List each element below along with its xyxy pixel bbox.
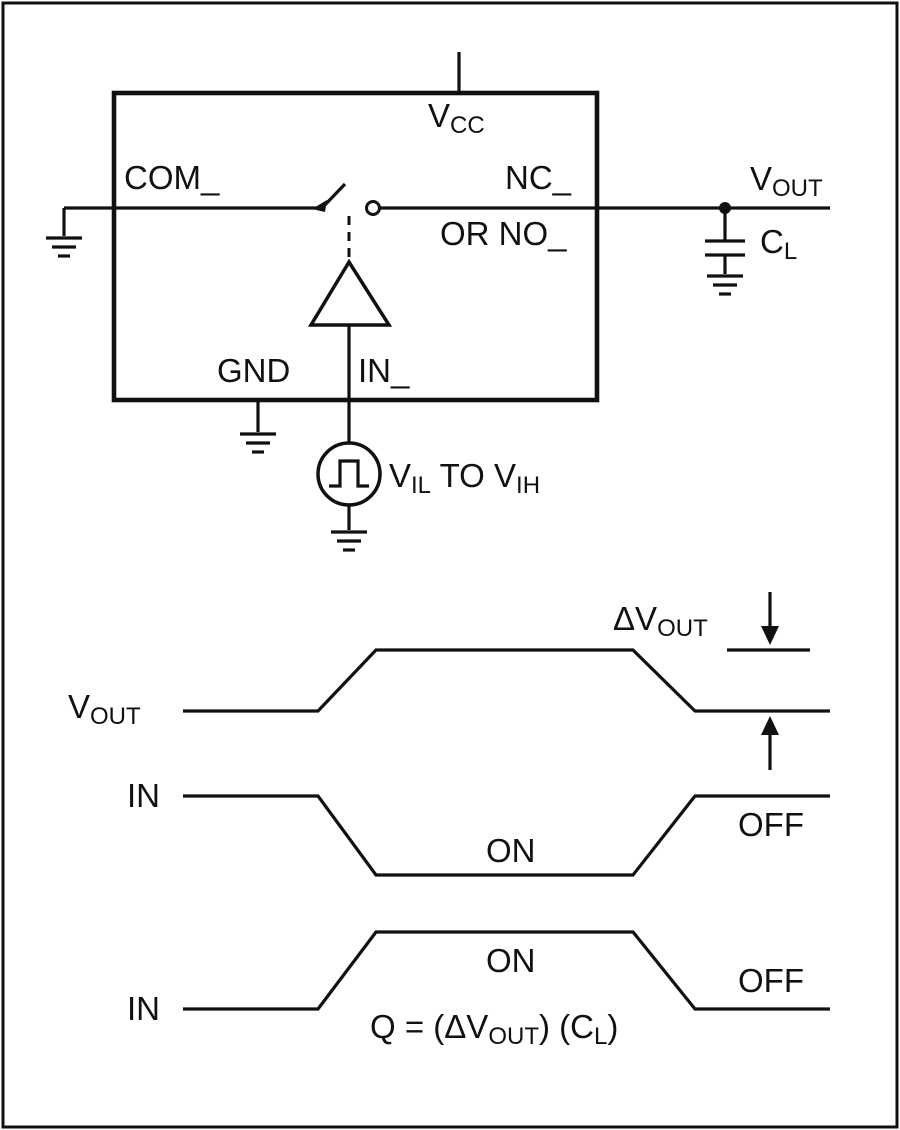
analog-switch-symbol (312, 182, 597, 262)
in1-off-label: OFF (738, 806, 804, 843)
or-no-label: OR NO_ (440, 215, 567, 252)
gnd-pin-label: GND (217, 352, 290, 389)
switch-ic-box (111, 90, 600, 403)
in2-waveform (183, 930, 830, 1011)
delta-vout-label: ΔVOUT (613, 600, 708, 642)
in1-waveform (183, 794, 830, 877)
in2-on-label: ON (486, 942, 536, 979)
pulse-source-symbol (316, 441, 382, 552)
vcc-label: VCC (428, 97, 485, 139)
load-capacitor-symbol (705, 208, 745, 296)
in2-label: IN (127, 990, 160, 1027)
in2-off-label: OFF (738, 962, 804, 999)
com-label: COM_ (124, 159, 220, 196)
vout-waveform (183, 648, 830, 713)
com-ground-symbol (46, 208, 82, 258)
timing-diagram: ΔVOUT VOUT IN ON OFF IN ON OFF Q = (ΔVOU… (68, 592, 830, 1050)
cl-label: CL (760, 223, 797, 265)
in1-label: IN (127, 777, 160, 814)
vout-waveform-label: VOUT (68, 688, 141, 730)
gnd-ground-symbol (240, 400, 276, 454)
delta-vout-top-arrow (761, 592, 779, 645)
delta-vout-bottom-arrow (761, 716, 779, 770)
in1-on-label: ON (486, 832, 536, 869)
vout-circuit-label: VOUT (750, 160, 823, 202)
nc-label: NC_ (505, 159, 572, 196)
source-label: VIL TO VIH (389, 457, 540, 499)
in-pin-label: IN_ (358, 352, 410, 389)
charge-formula: Q = (ΔVOUT) (CL) (370, 1008, 618, 1050)
test-circuit: VCC COM_ NC_ OR NO_ IN_ GND (46, 52, 830, 552)
